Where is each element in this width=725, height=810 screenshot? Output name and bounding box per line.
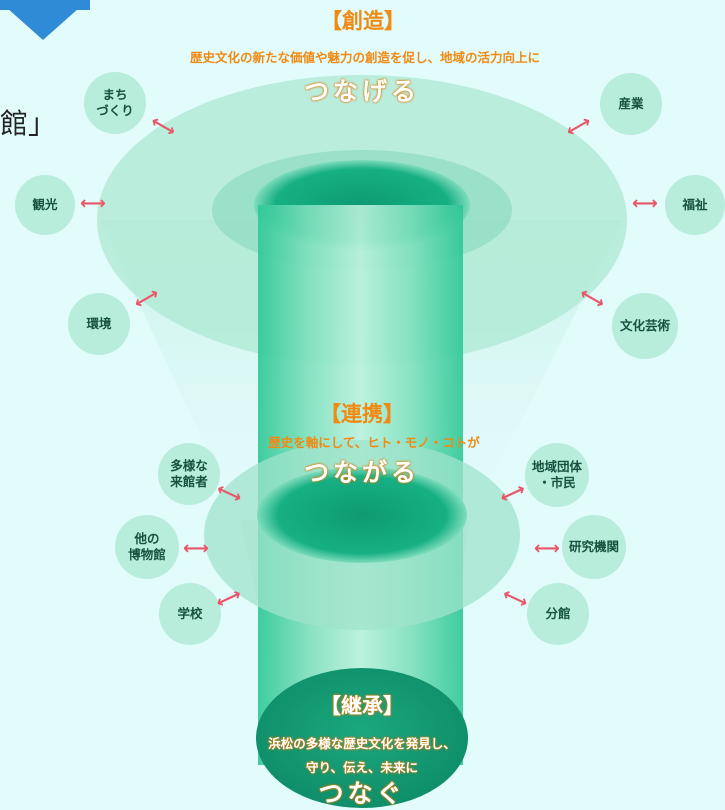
node-sangyo: 産業 xyxy=(600,73,662,135)
node-chiiki: 地域団体 ・市民 xyxy=(525,443,589,507)
node-kenkyu: 研究機関 xyxy=(562,515,626,579)
top-emphasis: つなげる xyxy=(303,77,421,106)
cut-off-heading: 館」 xyxy=(0,107,57,140)
node-machizukuri: まち づくり xyxy=(84,72,146,134)
arrow-kanko: ⟷ xyxy=(80,193,106,214)
top-subtitle: 歴史文化の新たな価値や魅力の創造を促し、地域の活力向上に xyxy=(189,50,541,65)
middle-emphasis: つながる xyxy=(303,458,421,487)
arrow-hakubutsukan: ⟷ xyxy=(183,538,209,559)
node-gakko: 学校 xyxy=(159,583,221,645)
middle-title: 【連携】 xyxy=(320,402,404,426)
middle-hole xyxy=(257,467,467,563)
arrow-kenkyu: ⟷ xyxy=(534,538,560,559)
node-raikansha: 多様な 来館者 xyxy=(158,443,220,505)
node-kankyo: 環境 xyxy=(68,293,130,355)
node-hakubutsukan: 他の 博物館 xyxy=(115,515,179,579)
corner-tab-point xyxy=(0,0,88,40)
middle-subtitle: 歴史を軸にして、ヒト・モノ・コトが xyxy=(268,435,480,450)
arrow-fukushi: ⟷ xyxy=(632,193,658,214)
node-kanko: 観光 xyxy=(15,175,75,235)
bottom-line1: 浜松の多様な歴史文化を発見し、 xyxy=(268,736,456,751)
bottom-title: 【継承】 xyxy=(320,694,404,718)
node-fukushi: 福祉 xyxy=(665,175,725,235)
bottom-emphasis: つなぐ xyxy=(318,779,406,808)
bottom-base xyxy=(256,668,468,808)
bottom-line2: 守り、伝え、未来に xyxy=(305,760,419,775)
node-bunkan: 分館 xyxy=(527,583,589,645)
top-title: 【創造】 xyxy=(321,9,405,33)
node-bunka-geijutsu: 文化芸術 xyxy=(612,293,678,359)
